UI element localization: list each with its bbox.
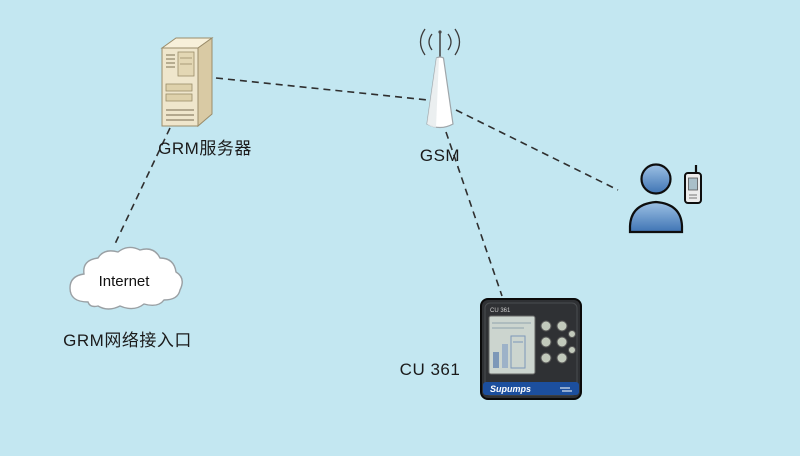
server-icon	[160, 37, 214, 128]
cu361-label: CU 361	[399, 360, 461, 379]
internet-cloud-icon: Internet	[69, 246, 183, 310]
internet-node: Internet	[60, 240, 192, 325]
device-panel-text: CU 361	[490, 308, 511, 314]
gsm-node	[408, 26, 472, 139]
person-with-phone-icon	[628, 163, 702, 234]
device-brand-text: Supumps	[490, 384, 531, 394]
internet-caption: GRM网络接入口	[63, 331, 192, 350]
cu361-node: CU 361 Supumps	[478, 296, 584, 409]
connector-gsm-person	[455, 109, 619, 191]
server-label: GRM服务器	[158, 139, 252, 158]
gsm-label: GSM	[419, 146, 461, 165]
server-node	[148, 36, 220, 137]
gsm-antenna-icon	[419, 28, 461, 129]
connector-server-gsm	[215, 77, 429, 101]
internet-label: Internet	[99, 273, 151, 290]
cu361-device-icon: CU 361 Supumps	[480, 298, 582, 400]
person-node	[616, 158, 708, 239]
